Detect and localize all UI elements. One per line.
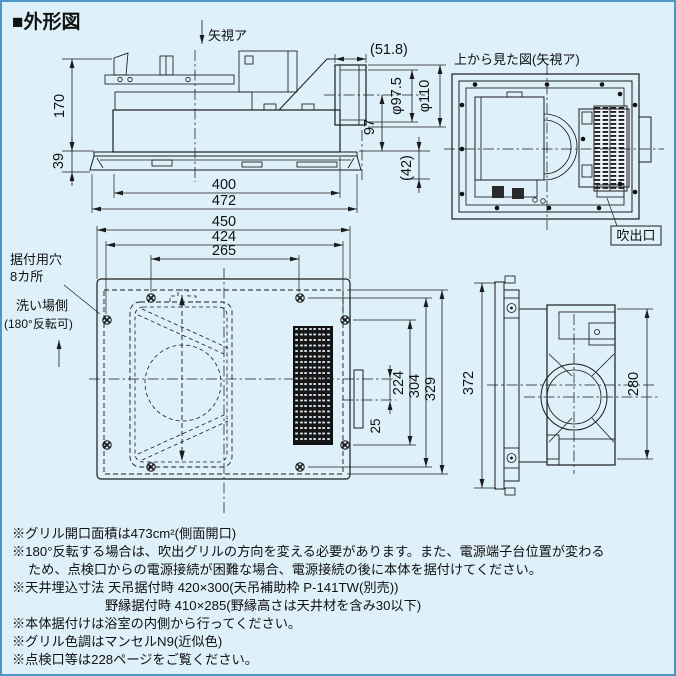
dim-25: 25 bbox=[368, 365, 393, 434]
page-title: ■外形図 bbox=[12, 10, 80, 33]
note-line: ※点検口等は228ページをご覧ください。 bbox=[12, 652, 258, 667]
dim-372: 372 bbox=[461, 282, 496, 489]
top-view-screws bbox=[459, 82, 638, 211]
hidden-body-outline bbox=[103, 289, 344, 475]
svg-text:φ97.5: φ97.5 bbox=[389, 77, 405, 115]
dim-424: 424 bbox=[105, 229, 344, 314]
svg-text:372: 372 bbox=[461, 371, 477, 395]
wash-side-label: 洗い場側 (180°反転可) bbox=[4, 298, 73, 367]
svg-text:224: 224 bbox=[391, 371, 407, 395]
dim-duct-outer: φ110 bbox=[368, 64, 446, 128]
top-view: 上から見た図(矢視ア) bbox=[444, 52, 664, 246]
dim-450: 450 bbox=[96, 214, 351, 279]
mounting-hole bbox=[294, 292, 306, 304]
svg-text:424: 424 bbox=[212, 229, 236, 245]
svg-text:据付用穴: 据付用穴 bbox=[10, 252, 62, 267]
note-line: 野縁据付時 410×285(野縁高さは天井材を含み30以下) bbox=[105, 598, 422, 613]
dim-280: 280 bbox=[617, 308, 653, 460]
bottom-view: 450 424 265 bbox=[4, 214, 448, 514]
svg-text:170: 170 bbox=[52, 94, 68, 118]
note-line: ※グリル開口面積は473cm²(側面開口) bbox=[12, 526, 237, 541]
svg-text:φ110: φ110 bbox=[417, 80, 433, 113]
dim-170: 170 bbox=[52, 58, 112, 152]
top-view-side-tab bbox=[638, 116, 652, 163]
view-arrow-label: 矢視ア bbox=[208, 28, 247, 43]
svg-text:(42): (42) bbox=[399, 155, 415, 181]
dim-42: (42) bbox=[399, 137, 430, 193]
note-line: ※180°反転する場合は、吹出グリルの方向を変える必要があります。また、電源端子… bbox=[12, 544, 605, 559]
svg-text:400: 400 bbox=[212, 177, 236, 193]
intake-opening bbox=[129, 289, 233, 468]
side-view-top-parts bbox=[104, 50, 298, 111]
right-side-view: 372 bbox=[461, 275, 660, 496]
dim-400: 400 bbox=[113, 157, 341, 198]
side-view: 矢視ア bbox=[51, 20, 446, 213]
side-view-body bbox=[112, 58, 367, 153]
top-view-heater-grille bbox=[578, 91, 630, 198]
note-line: ため、点検口からの電源接続が困難な場合、電源接続の後に本体を据付けてください。 bbox=[28, 562, 542, 577]
svg-text:329: 329 bbox=[423, 377, 439, 401]
outlet-grille bbox=[293, 326, 333, 445]
dim-39: 39 bbox=[51, 137, 90, 186]
right-view-panel bbox=[494, 275, 520, 496]
notes-section: ※グリル開口面積は473cm²(側面開口) ※180°反転する場合は、吹出グリル… bbox=[12, 525, 672, 669]
top-view-connectors bbox=[474, 179, 546, 204]
dim-224: 224 bbox=[353, 319, 416, 446]
mounting-hole bbox=[339, 439, 351, 451]
svg-text:吹出口: 吹出口 bbox=[616, 228, 655, 243]
svg-text:304: 304 bbox=[407, 374, 423, 398]
dim-304: 304 bbox=[308, 297, 432, 468]
note-line: ※本体据付けは浴室の内側から行ってください。 bbox=[12, 616, 302, 631]
dim-51-8: (51.8) bbox=[334, 42, 408, 63]
dim-472: 472 bbox=[91, 174, 358, 213]
side-view-flange bbox=[89, 151, 362, 171]
top-view-motor-box bbox=[474, 91, 578, 181]
svg-text:8カ所: 8カ所 bbox=[10, 269, 43, 284]
dim-329: 329 bbox=[347, 289, 448, 475]
svg-text:450: 450 bbox=[212, 214, 236, 230]
dim-duct-inner: φ97.5 bbox=[368, 69, 418, 123]
dim-97: 97 bbox=[359, 95, 430, 152]
dim-265: 265 bbox=[150, 243, 300, 292]
svg-text:97: 97 bbox=[362, 119, 378, 135]
top-view-title: 上から見た図(矢視ア) bbox=[454, 52, 580, 67]
svg-text:洗い場側: 洗い場側 bbox=[16, 298, 68, 313]
mounting-holes-label: 据付用穴 8カ所 bbox=[10, 252, 101, 315]
svg-text:25: 25 bbox=[368, 418, 383, 433]
svg-text:280: 280 bbox=[626, 372, 642, 396]
svg-text:472: 472 bbox=[212, 193, 236, 209]
bottom-view-duct-tab bbox=[353, 369, 364, 429]
note-line: ※グリル色調はマンセルN9(近似色) bbox=[12, 634, 223, 649]
svg-text:(180°反転可): (180°反転可) bbox=[4, 317, 73, 331]
svg-text:(51.8): (51.8) bbox=[370, 42, 408, 58]
mounting-hole bbox=[294, 461, 306, 473]
mounting-hole bbox=[339, 314, 351, 326]
mounting-hole bbox=[146, 292, 156, 304]
svg-text:39: 39 bbox=[51, 153, 67, 169]
svg-text:265: 265 bbox=[212, 243, 236, 259]
outlet-label: 吹出口 bbox=[606, 197, 662, 246]
note-line: ※天井埋込寸法 天吊据付時 420×300(天吊補助枠 P-141TW(別売)) bbox=[12, 580, 399, 595]
